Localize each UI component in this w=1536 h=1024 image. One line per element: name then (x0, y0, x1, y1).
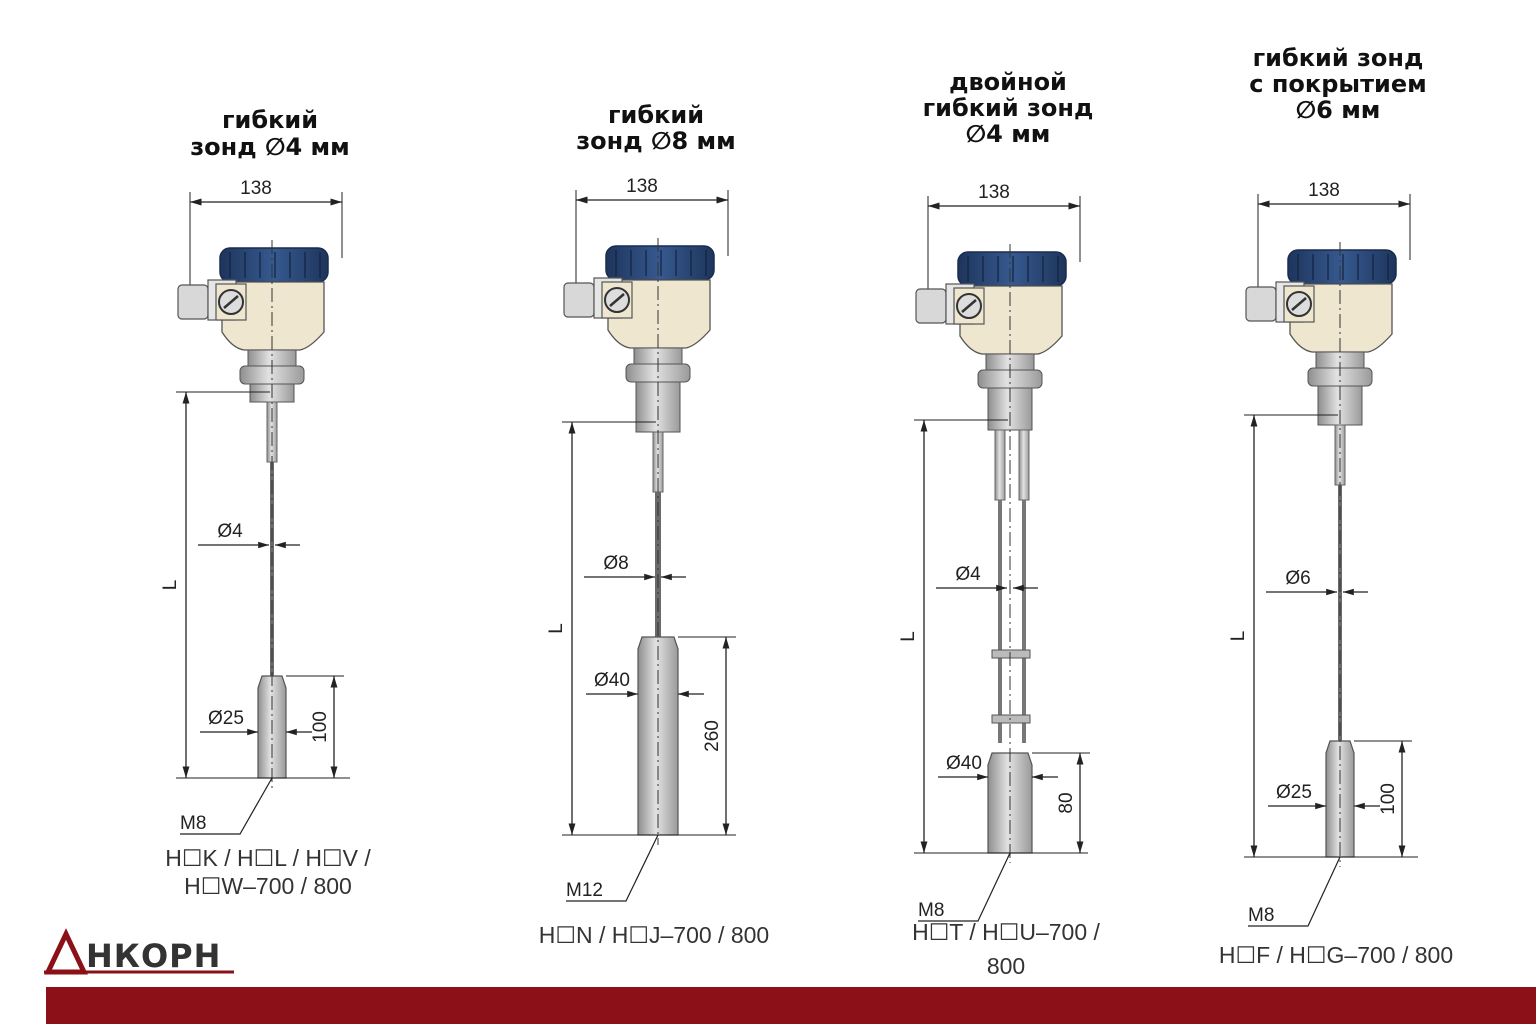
logo-mark (44, 928, 88, 975)
thread-leader (1248, 856, 1341, 927)
length-label: L (1228, 631, 1249, 642)
housing-body (607, 279, 711, 349)
width-label: 138 (240, 178, 272, 199)
weight-diameter-label: Ø40 (946, 753, 982, 774)
housing-cap (219, 247, 329, 283)
thread-label: M8 (180, 813, 206, 834)
probe-title-line: двойной (949, 68, 1067, 96)
rod-diameter-label: Ø6 (1285, 568, 1310, 589)
housing-cap (1287, 249, 1397, 285)
thread-label: M8 (918, 900, 944, 921)
cable-gland (177, 284, 209, 320)
housing-body (221, 281, 325, 351)
model-number-line: H☐F / H☐G–700 / 800 (1219, 942, 1453, 968)
weight-height-label: 80 (1056, 792, 1077, 813)
probe-title-line: зонд ∅4 мм (190, 133, 350, 161)
probe-title-line: гибкий зонд (1253, 44, 1424, 72)
width-label: 138 (626, 176, 658, 197)
logo-text: НКОРН (86, 937, 221, 975)
model-number-line: 800 (987, 953, 1025, 979)
model-number-line: H☐T / H☐U–700 / (912, 919, 1100, 945)
thread-label: M12 (566, 880, 603, 901)
housing-cap (605, 245, 715, 281)
brand-logo: НКОРН (44, 928, 234, 975)
footer-bar (46, 987, 1536, 1024)
model-number-line: H☐K / H☐L / H☐V / (165, 845, 371, 871)
weight-height-label: 100 (1378, 783, 1399, 815)
weight-height-label: 260 (702, 720, 723, 752)
cable-sleeve (994, 429, 1006, 501)
width-label: 138 (1308, 180, 1340, 201)
width-label: 138 (978, 182, 1010, 203)
length-label: L (546, 623, 567, 634)
rod-diameter-label: Ø8 (603, 553, 628, 574)
weight-diameter-label: Ø25 (208, 708, 244, 729)
probe-title-line: ∅6 мм (1296, 96, 1381, 124)
probe-title-line: зонд ∅8 мм (576, 127, 736, 155)
thread-leader (918, 852, 1011, 922)
model-number-line: H☐W–700 / 800 (184, 873, 352, 899)
cable-gland (915, 288, 947, 324)
cable-gland (563, 282, 595, 318)
cable-sleeve (1018, 429, 1030, 501)
spacer-clamp (991, 714, 1031, 724)
housing-body (1289, 283, 1393, 353)
cable-gland (1245, 286, 1277, 322)
rod-diameter-label: Ø4 (955, 564, 981, 585)
weight-height-label: 100 (310, 711, 331, 743)
screw-slot (961, 299, 977, 313)
probe-title-line: гибкий (608, 101, 704, 129)
screw-slot (1291, 297, 1307, 311)
spacer-clamp (991, 649, 1031, 659)
probe-title-line: с покрытием (1249, 70, 1426, 98)
screw-slot (609, 293, 625, 307)
length-label: L (898, 631, 919, 642)
probe-title-line: ∅4 мм (966, 120, 1051, 148)
thread-leader (180, 777, 273, 835)
probe-title-line: гибкий (222, 106, 318, 134)
housing-body (959, 285, 1063, 355)
probe-title-line: гибкий зонд (923, 94, 1094, 122)
housing-cap (957, 251, 1067, 287)
rod-diameter-label: Ø4 (217, 521, 243, 542)
weight-diameter-label: Ø40 (594, 670, 630, 691)
thread-label: M8 (1248, 905, 1274, 926)
weight-diameter-label: Ø25 (1276, 782, 1312, 803)
screw-slot (223, 295, 239, 309)
model-number-line: H☐N / H☐J–700 / 800 (539, 922, 769, 948)
length-label: L (160, 580, 181, 591)
thread-leader (566, 834, 659, 902)
